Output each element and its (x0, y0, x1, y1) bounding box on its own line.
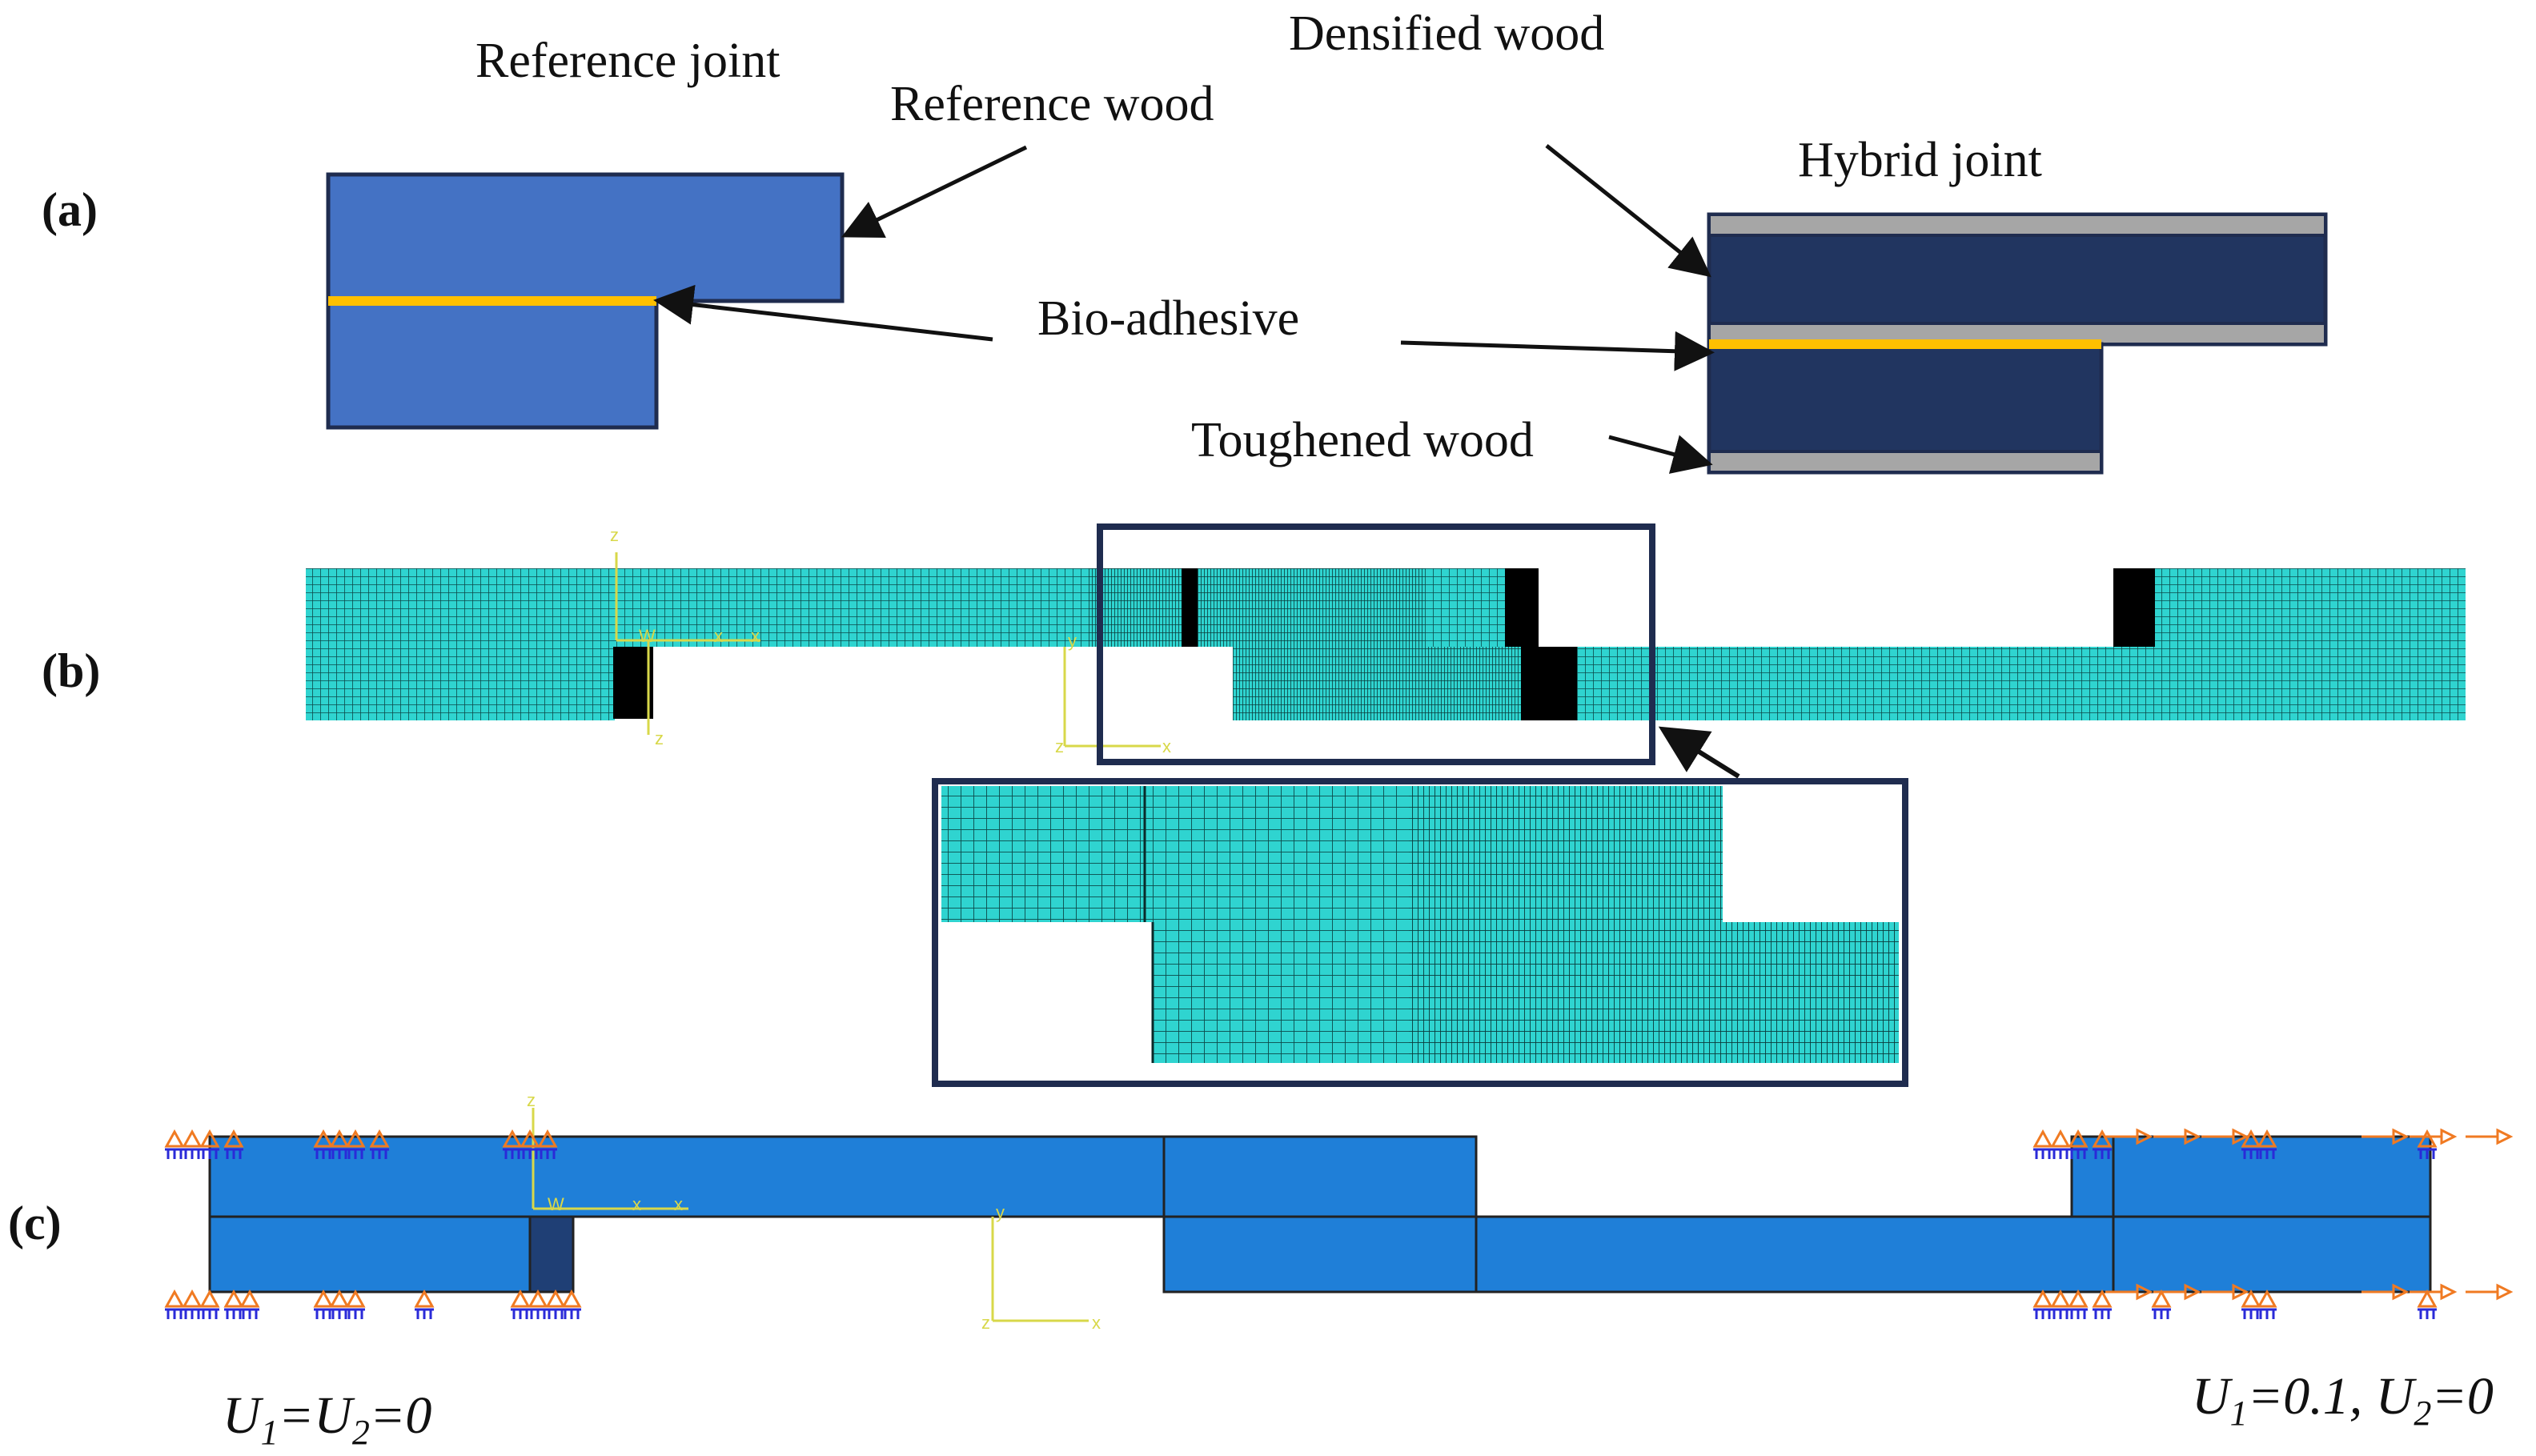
support-symbol-left-bottom-11 (544, 1290, 567, 1321)
mesh-right-tab (2153, 568, 2466, 647)
reference-lower-adherend (326, 299, 659, 430)
panel-c-label: (c) (8, 1197, 62, 1249)
support-symbol-right-top-1 (2049, 1130, 2072, 1161)
support-symbol-left-top-0 (163, 1130, 186, 1161)
axis-x-label-5: x (674, 1194, 683, 1214)
zoom-empty-left (941, 922, 1153, 1079)
zoom-detail-view (932, 778, 1908, 1087)
support-symbol-left-bottom-6 (328, 1290, 351, 1321)
supports-right-bottom (2032, 1290, 2438, 1321)
supports-left-bottom (163, 1290, 583, 1321)
reference-joint-drawing (326, 172, 845, 430)
axis-w-label-2: W (548, 1194, 564, 1214)
axis-x-label-3: x (1162, 736, 1171, 756)
support-symbol-right-bottom-2 (2067, 1290, 2089, 1321)
support-symbol-left-bottom-3 (223, 1290, 245, 1321)
mesh-overlap-lower (1233, 647, 1537, 720)
support-symbol-right-bottom-7 (2416, 1290, 2438, 1321)
hybrid-upper-densified-layer (1707, 213, 2327, 237)
support-symbol-right-bottom-0 (2032, 1290, 2054, 1321)
boundary-model (208, 1135, 2432, 1294)
support-symbol-left-bottom-10 (527, 1290, 549, 1321)
support-symbol-right-bottom-4 (2150, 1290, 2173, 1321)
support-symbol-left-bottom-4 (239, 1290, 261, 1321)
mesh-refined-band-5 (2113, 568, 2155, 647)
leader-lines (653, 144, 1715, 474)
support-symbol-left-top-1 (181, 1130, 203, 1161)
support-symbol-left-bottom-0 (163, 1290, 186, 1321)
reference-adhesive-layer (328, 296, 656, 306)
support-symbol-left-bottom-7 (344, 1290, 367, 1321)
mesh-refined-band-1 (1182, 568, 1198, 647)
mesh-axes-triads (615, 552, 1161, 748)
mesh-refined-band-4 (613, 647, 653, 719)
support-symbol-left-bottom-5 (312, 1290, 335, 1321)
model-lower-adherend (1162, 1215, 2432, 1294)
load-arrow-top-5 (2464, 1129, 2512, 1145)
axis-z-label-4: z (527, 1090, 536, 1110)
axis-x-label-2: x (751, 626, 760, 646)
reference-upper-adherend (326, 172, 845, 303)
support-symbol-right-bottom-6 (2256, 1290, 2278, 1321)
bc-right-displacement: U1=0.1, U2=0 (2192, 1367, 2494, 1433)
hybrid-adhesive-layer (1709, 339, 2101, 349)
label-reference-wood: Reference wood (890, 77, 1214, 131)
arrow-bio-adhesive-hybrid (1400, 331, 1715, 371)
model-left-end-block (528, 1215, 575, 1294)
support-symbol-right-bottom-3 (2091, 1290, 2113, 1321)
support-symbol-left-bottom-2 (199, 1290, 221, 1321)
arrow-densified-wood (1545, 144, 1711, 278)
mesh-refined-band-3 (1521, 647, 1577, 720)
axis-y-label-2: y (996, 1202, 1005, 1222)
arrow-toughened-wood (1608, 435, 1713, 474)
hybrid-lower-toughened-layer (1707, 450, 2103, 474)
axis-z-label-5: z (981, 1313, 990, 1333)
label-toughened-wood: Toughened wood (1191, 413, 1534, 467)
model-upper-adherend (208, 1135, 1478, 1218)
model-left-tab (208, 1215, 575, 1294)
fe-mesh-model (306, 568, 2466, 720)
mesh-refined-band-2 (1505, 568, 1539, 647)
bc-left-fixed: U1=U2=0 (223, 1386, 431, 1452)
zoom-mesh-dense-lower (1723, 922, 1899, 1063)
support-symbol-left-bottom-8 (413, 1290, 435, 1321)
axis-z-label-3: z (1055, 736, 1064, 756)
support-symbol-left-bottom-12 (560, 1290, 583, 1321)
panel-b-label: (b) (42, 644, 100, 697)
zoom-region-frame (1097, 523, 1655, 765)
load-arrow-bottom-5 (2464, 1284, 2512, 1300)
mesh-overlap-upper (1089, 568, 1425, 647)
zoom-pointer-arrow (1658, 726, 1740, 779)
label-reference-joint: Reference joint (476, 34, 780, 88)
support-symbol-right-bottom-1 (2049, 1290, 2072, 1321)
axis-y-label-1: y (1068, 631, 1077, 651)
model-axes-triads (532, 1108, 1089, 1322)
axis-x-label-4: x (632, 1194, 641, 1214)
support-symbol-left-bottom-9 (509, 1290, 532, 1321)
arrow-bio-adhesive-reference (653, 284, 993, 342)
label-hybrid-joint: Hybrid joint (1798, 133, 2042, 187)
label-bio-adhesive: Bio-adhesive (1037, 291, 1299, 346)
axis-z-label-2: z (655, 728, 664, 748)
axis-z-label-1: z (610, 525, 619, 545)
axis-w-label-1: W (639, 626, 656, 646)
hybrid-joint-drawing (1707, 212, 2328, 475)
panel-a-label: (a) (42, 183, 98, 236)
axis-x-label-1: x (714, 626, 723, 646)
axis-x-label-6: x (1092, 1313, 1101, 1333)
zoom-mesh-dense-column (1409, 786, 1723, 1063)
support-symbol-left-bottom-1 (181, 1290, 203, 1321)
mesh-left-tab (306, 647, 615, 720)
support-symbol-right-bottom-5 (2240, 1290, 2262, 1321)
label-densified-wood: Densified wood (1289, 6, 1604, 61)
arrow-reference-wood (841, 145, 1028, 238)
support-symbol-right-top-0 (2032, 1130, 2054, 1161)
